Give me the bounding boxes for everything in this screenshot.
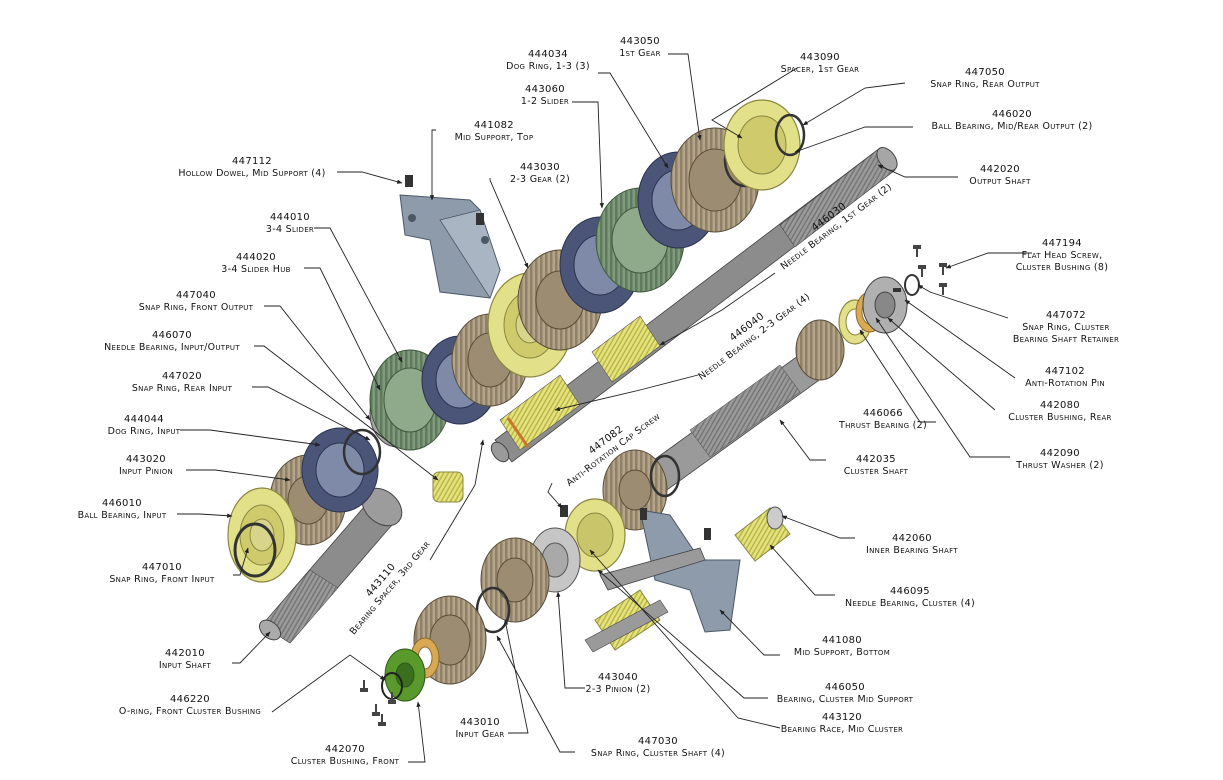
label-446020-num: 446020	[992, 109, 1032, 120]
label-443050-num: 443050	[620, 36, 660, 47]
label-444034-num: 444034	[528, 49, 568, 60]
mid-support-bottom	[599, 508, 741, 633]
snap-ring-rear-input	[342, 428, 382, 476]
label-447010-name: Snap Ring, Front Input	[109, 574, 215, 585]
flat-head-screws	[913, 245, 947, 295]
label-444020-name: 3-4 Slider Hub	[221, 264, 291, 275]
label-446220-num: 446220	[170, 694, 210, 705]
label-446066-num: 446066	[863, 408, 903, 419]
label-442010-num: 442010	[165, 648, 205, 659]
label-442020-name: Output Shaft	[969, 176, 1031, 187]
label-447030-name: Snap Ring, Cluster Shaft (4)	[591, 748, 725, 759]
label-446020-name: Ball Bearing, Mid/Rear Output (2)	[932, 121, 1093, 132]
snap-ring-cluster-shaft-b	[475, 586, 511, 634]
label-447030-num: 447030	[638, 736, 678, 747]
label-447112-num: 447112	[232, 156, 272, 167]
label-446095-name: Needle Bearing, Cluster (4)	[845, 598, 975, 609]
label-447072-name2: Bearing Shaft Retainer	[1013, 334, 1119, 345]
needle-bearing-input-output	[432, 471, 464, 503]
label-443010-name: Input Gear	[455, 729, 504, 740]
output-shaft	[490, 147, 898, 463]
label-446050-name: Bearing, Cluster Mid Support	[777, 694, 914, 705]
label-443060-name: 1-2 Slider	[521, 96, 569, 107]
label-446095-num: 446095	[890, 586, 930, 597]
label-447050-name: Snap Ring, Rear Output	[930, 79, 1040, 90]
label-443090-num: 443090	[800, 52, 840, 63]
label-447040-name: Snap Ring, Front Output	[139, 302, 254, 313]
anti-rotation-pin	[893, 288, 901, 292]
label-442035-num: 442035	[856, 454, 896, 465]
label-442090-name: Thrust Washer (2)	[1015, 460, 1104, 471]
label-443030-name: 2-3 Gear (2)	[510, 174, 570, 185]
label-442060-name: Inner Bearing Shaft	[866, 545, 958, 556]
label-442080-name: Cluster Bushing, Rear	[1008, 412, 1111, 423]
label-447194-name2: Cluster Bushing (8)	[1016, 262, 1109, 273]
label-443120-name: Bearing Race, Mid Cluster	[781, 724, 903, 735]
snap-ring-front-input	[233, 522, 277, 578]
leader-lines	[177, 53, 1032, 763]
label-443040-name: 2-3 Pinion (2)	[585, 684, 650, 695]
label-443040-num: 443040	[598, 672, 638, 683]
label-443090-name: Spacer, 1st Gear	[781, 64, 860, 75]
label-447102-num: 447102	[1045, 366, 1085, 377]
label-446050-num: 446050	[825, 682, 865, 693]
mid-support-top	[399, 194, 501, 299]
label-442010-name: Input Shaft	[159, 660, 212, 671]
label-444034-name: Dog Ring, 1-3 (3)	[506, 61, 590, 72]
label-446010-name: Ball Bearing, Input	[78, 510, 167, 521]
label-443060-num: 443060	[525, 84, 565, 95]
label-447194-name: Flat Head Screw,	[1022, 250, 1103, 261]
label-443020-num: 443020	[126, 454, 166, 465]
label-444010-name: 3-4 Slider	[266, 224, 314, 235]
cluster-shaft	[638, 319, 845, 496]
label-442070-name: Cluster Bushing, Front	[291, 756, 400, 767]
label-443050-name: 1st Gear	[619, 48, 661, 59]
label-447102-name: Anti-Rotation Pin	[1025, 378, 1105, 389]
label-441082-name: Mid Support, Top	[455, 132, 534, 143]
label-447072-name: Snap Ring, Cluster	[1022, 322, 1109, 333]
label-447112-name: Hollow Dowel, Mid Support (4)	[178, 168, 325, 179]
label-447020-num: 447020	[162, 371, 202, 382]
label-442080-num: 442080	[1040, 400, 1080, 411]
snap-ring-cluster-shaft-a	[649, 454, 681, 498]
label-441080-name: Mid Support, Bottom	[794, 647, 890, 658]
snap-ring-cluster-retainer	[904, 274, 920, 296]
label-447020-name: Snap Ring, Rear Input	[132, 383, 233, 394]
label-442035-name: Cluster Shaft	[844, 466, 909, 477]
label-447072-num: 447072	[1046, 310, 1086, 321]
label-444044-name: Dog Ring, Input	[108, 426, 181, 437]
anti-rotation-cap-screw	[560, 505, 568, 517]
label-444010-num: 444010	[270, 212, 310, 223]
callout-labels: 443050 1st Gear 444034 Dog Ring, 1-3 (3)…	[78, 36, 1119, 767]
label-441080-num: 441080	[822, 635, 862, 646]
label-447040-num: 447040	[176, 290, 216, 301]
label-443120-num: 443120	[822, 712, 862, 723]
label-442070-num: 442070	[325, 744, 365, 755]
label-444020-num: 444020	[236, 252, 276, 263]
inner-bearing-shaft	[734, 506, 791, 562]
label-443030-num: 443030	[520, 162, 560, 173]
label-447194-num: 447194	[1042, 238, 1082, 249]
label-446010-num: 446010	[102, 498, 142, 509]
label-442020-num: 442020	[980, 164, 1020, 175]
label-442090-num: 442090	[1040, 448, 1080, 459]
label-447050-num: 447050	[965, 67, 1005, 78]
label-441082-num: 441082	[474, 120, 514, 131]
label-446066-name: Thrust Bearing (2)	[838, 420, 927, 431]
hollow-dowel	[405, 175, 413, 187]
label-443010-num: 443010	[460, 717, 500, 728]
label-442060-num: 442060	[892, 533, 932, 544]
label-446070-num: 446070	[152, 330, 192, 341]
label-444044-num: 444044	[124, 414, 164, 425]
label-446070-name: Needle Bearing, Input/Output	[104, 342, 240, 353]
label-446220-name: O-ring, Front Cluster Bushing	[119, 706, 261, 717]
snap-ring-rear-output	[774, 113, 806, 157]
label-443020-name: Input Pinion	[119, 466, 173, 477]
label-447010-num: 447010	[142, 562, 182, 573]
parts-layer	[227, 99, 947, 726]
